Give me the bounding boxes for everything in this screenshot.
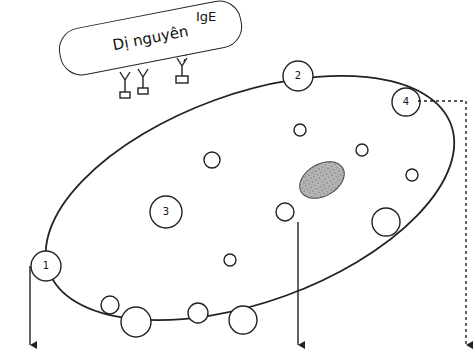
release-arrow <box>418 101 466 345</box>
nucleus <box>293 154 351 206</box>
callout-number: 3 <box>163 207 169 217</box>
cell-membrane <box>13 27 475 352</box>
release-arrow <box>297 222 298 345</box>
allergen-shape: Dị nguyên <box>55 0 246 79</box>
antibody-label: IgE <box>196 10 216 23</box>
callout-number: 2 <box>295 71 301 81</box>
callout-number: 4 <box>403 97 409 107</box>
release-arrow <box>29 266 30 345</box>
granules <box>31 61 420 337</box>
callout-number: 1 <box>43 261 49 271</box>
node-text: Dị nguyên <box>111 22 190 54</box>
